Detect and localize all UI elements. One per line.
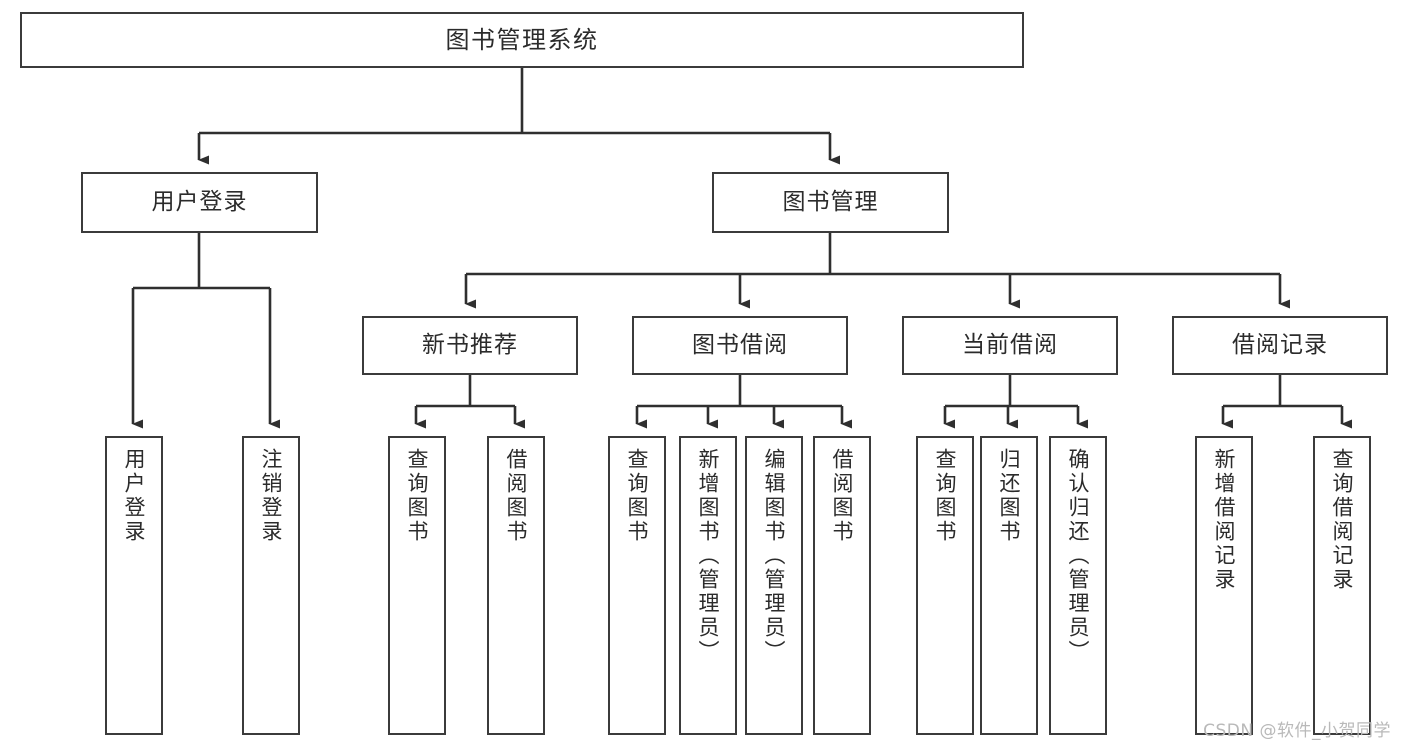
- node-borrow-record[interactable]: 借阅记录: [1172, 316, 1388, 375]
- leaf-user-login-signout[interactable]: 注销登录: [242, 436, 300, 735]
- leaf-book-borrow-edit[interactable]: 编辑图书（管理员）: [745, 436, 803, 735]
- node-label: 编辑图书（管理员）: [762, 448, 787, 664]
- leaf-book-borrow-borrow[interactable]: 借阅图书: [813, 436, 871, 735]
- leaf-borrow-record-query[interactable]: 查询借阅记录: [1313, 436, 1371, 735]
- node-label: 借阅记录: [1232, 331, 1328, 358]
- node-label: 借阅图书: [830, 448, 855, 544]
- node-book-management[interactable]: 图书管理: [712, 172, 949, 233]
- node-label: 查询图书: [625, 448, 650, 544]
- node-label: 新书推荐: [422, 331, 518, 358]
- node-label: 借阅图书: [504, 448, 529, 544]
- leaf-borrow-record-add[interactable]: 新增借阅记录: [1195, 436, 1253, 735]
- leaf-user-login-signin[interactable]: 用户登录: [105, 436, 163, 735]
- node-user-login[interactable]: 用户登录: [81, 172, 318, 233]
- node-label: 用户登录: [122, 448, 147, 544]
- watermark-text: CSDN @软件_小贺同学: [1203, 721, 1391, 741]
- leaf-book-borrow-query[interactable]: 查询图书: [608, 436, 666, 735]
- node-label: 图书借阅: [692, 331, 788, 358]
- node-label: 查询图书: [405, 448, 430, 544]
- node-book-borrow[interactable]: 图书借阅: [632, 316, 848, 375]
- leaf-new-book-query[interactable]: 查询图书: [388, 436, 446, 735]
- leaf-current-borrow-return[interactable]: 归还图书: [980, 436, 1038, 735]
- leaf-new-book-borrow[interactable]: 借阅图书: [487, 436, 545, 735]
- node-label: 归还图书: [997, 448, 1022, 544]
- leaf-book-borrow-add[interactable]: 新增图书（管理员）: [679, 436, 737, 735]
- node-label: 当前借阅: [962, 331, 1058, 358]
- node-root-book-management-system[interactable]: 图书管理系统: [20, 12, 1024, 68]
- node-label: 查询借阅记录: [1330, 448, 1355, 592]
- node-label: 新增图书（管理员）: [696, 448, 721, 664]
- node-label: 查询图书: [933, 448, 958, 544]
- node-new-book-recommend[interactable]: 新书推荐: [362, 316, 578, 375]
- node-label: 用户登录: [151, 188, 248, 215]
- node-current-borrow[interactable]: 当前借阅: [902, 316, 1118, 375]
- node-label: 确认归还（管理员）: [1066, 448, 1091, 664]
- node-label: 新增借阅记录: [1212, 448, 1237, 592]
- node-label: 图书管理: [782, 188, 879, 215]
- node-label: 注销登录: [259, 448, 284, 544]
- node-label: 图书管理系统: [445, 25, 599, 54]
- leaf-current-borrow-confirm-return[interactable]: 确认归还（管理员）: [1049, 436, 1107, 735]
- leaf-current-borrow-query[interactable]: 查询图书: [916, 436, 974, 735]
